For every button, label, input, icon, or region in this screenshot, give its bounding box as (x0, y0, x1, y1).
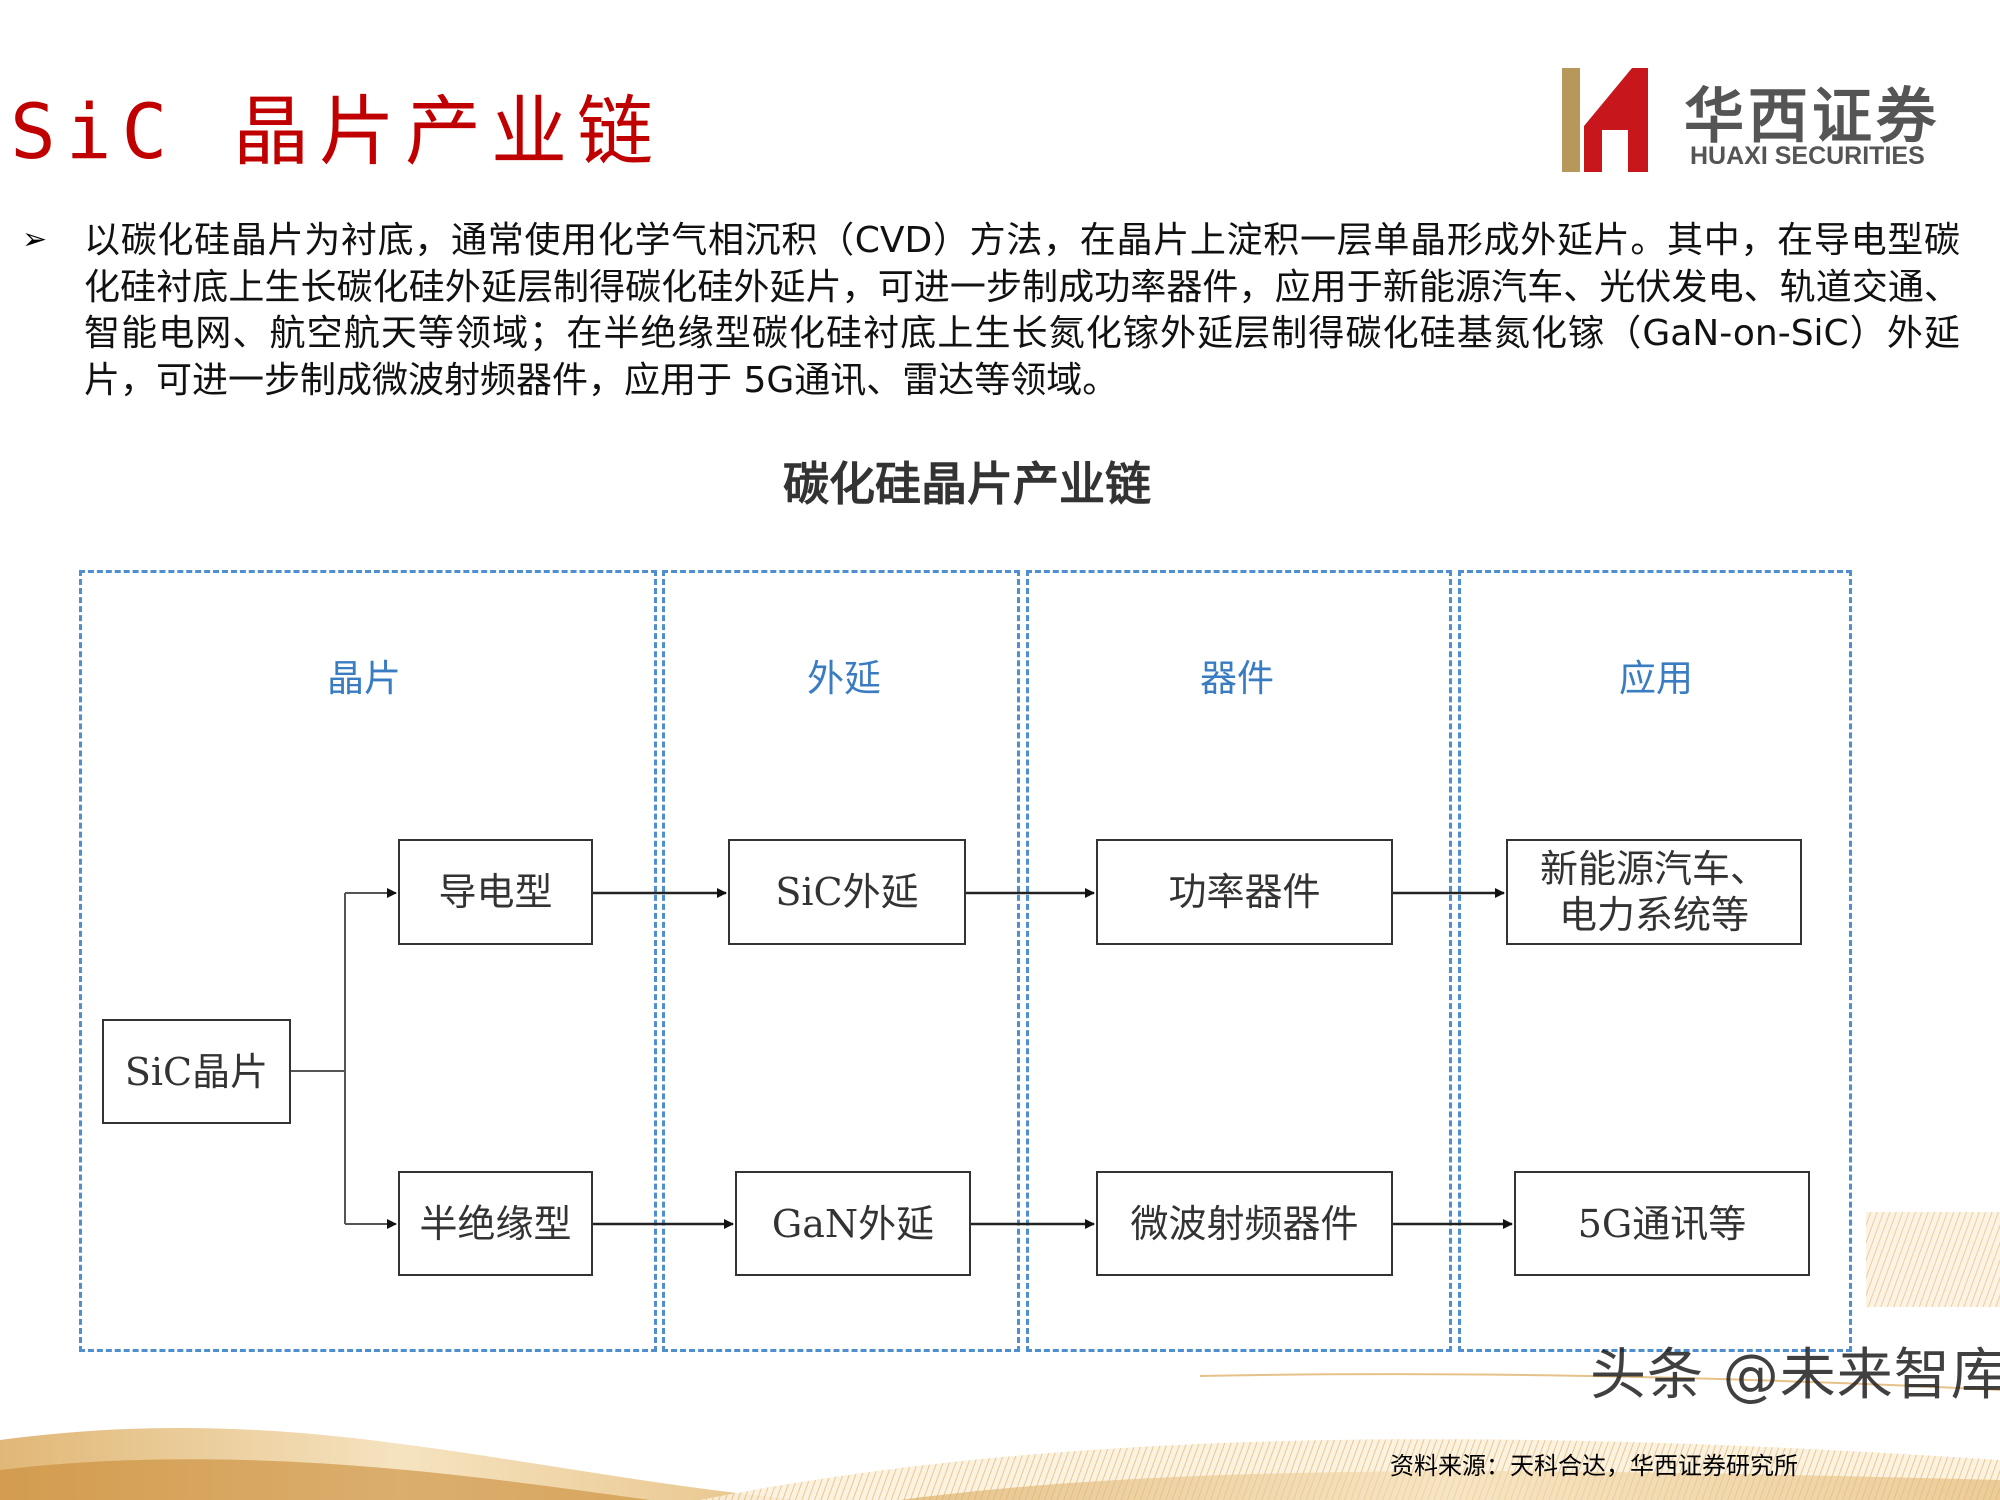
zone-application (1458, 570, 1852, 1352)
zone-epitaxy (662, 570, 1020, 1352)
diagram-title: 碳化硅晶片产业链 (783, 457, 1151, 511)
source-note: 资料来源：天科合达，华西证券研究所 (1390, 1452, 1798, 1480)
arrow-bullet-icon: ➢ (22, 222, 48, 257)
stage-header-epitaxy: 外延 (807, 657, 881, 700)
stage-header-application: 应用 (1619, 657, 1693, 700)
zone-wafer (79, 570, 657, 1352)
node-conductive: 导电型 (398, 839, 593, 945)
node-rf-device: 微波射频器件 (1096, 1171, 1393, 1276)
logo-chinese-name: 华西证券 (1684, 82, 1940, 152)
page-title: SiC 晶片产业链 (10, 87, 664, 176)
huaxi-logo-mark-icon (1562, 68, 1648, 172)
node-ev-power-systems: 新能源汽车、电力系统等 (1506, 839, 1802, 945)
node-sic-epitaxy: SiC外延 (728, 839, 966, 945)
node-semi-insulating: 半绝缘型 (398, 1171, 593, 1276)
node-sic-wafer: SiC晶片 (102, 1019, 291, 1124)
node-gan-epitaxy: GaN外延 (735, 1171, 971, 1276)
logo-english-name: HUAXI SECURITIES (1690, 142, 1925, 170)
stage-header-device: 器件 (1200, 657, 1274, 700)
intro-paragraph: 以碳化硅晶片为衬底，通常使用化学气相沉积（CVD）方法，在晶片上淀积一层单晶形成… (84, 220, 1960, 401)
node-5g-communications: 5G通讯等 (1514, 1171, 1810, 1276)
node-power-device: 功率器件 (1096, 839, 1393, 945)
stage-header-wafer: 晶片 (327, 657, 401, 700)
watermark: 头条 @未来智库 (1590, 1343, 2000, 1408)
company-logo: 华西证券 HUAXI SECURITIES (1562, 68, 1962, 176)
zone-device (1026, 570, 1452, 1352)
